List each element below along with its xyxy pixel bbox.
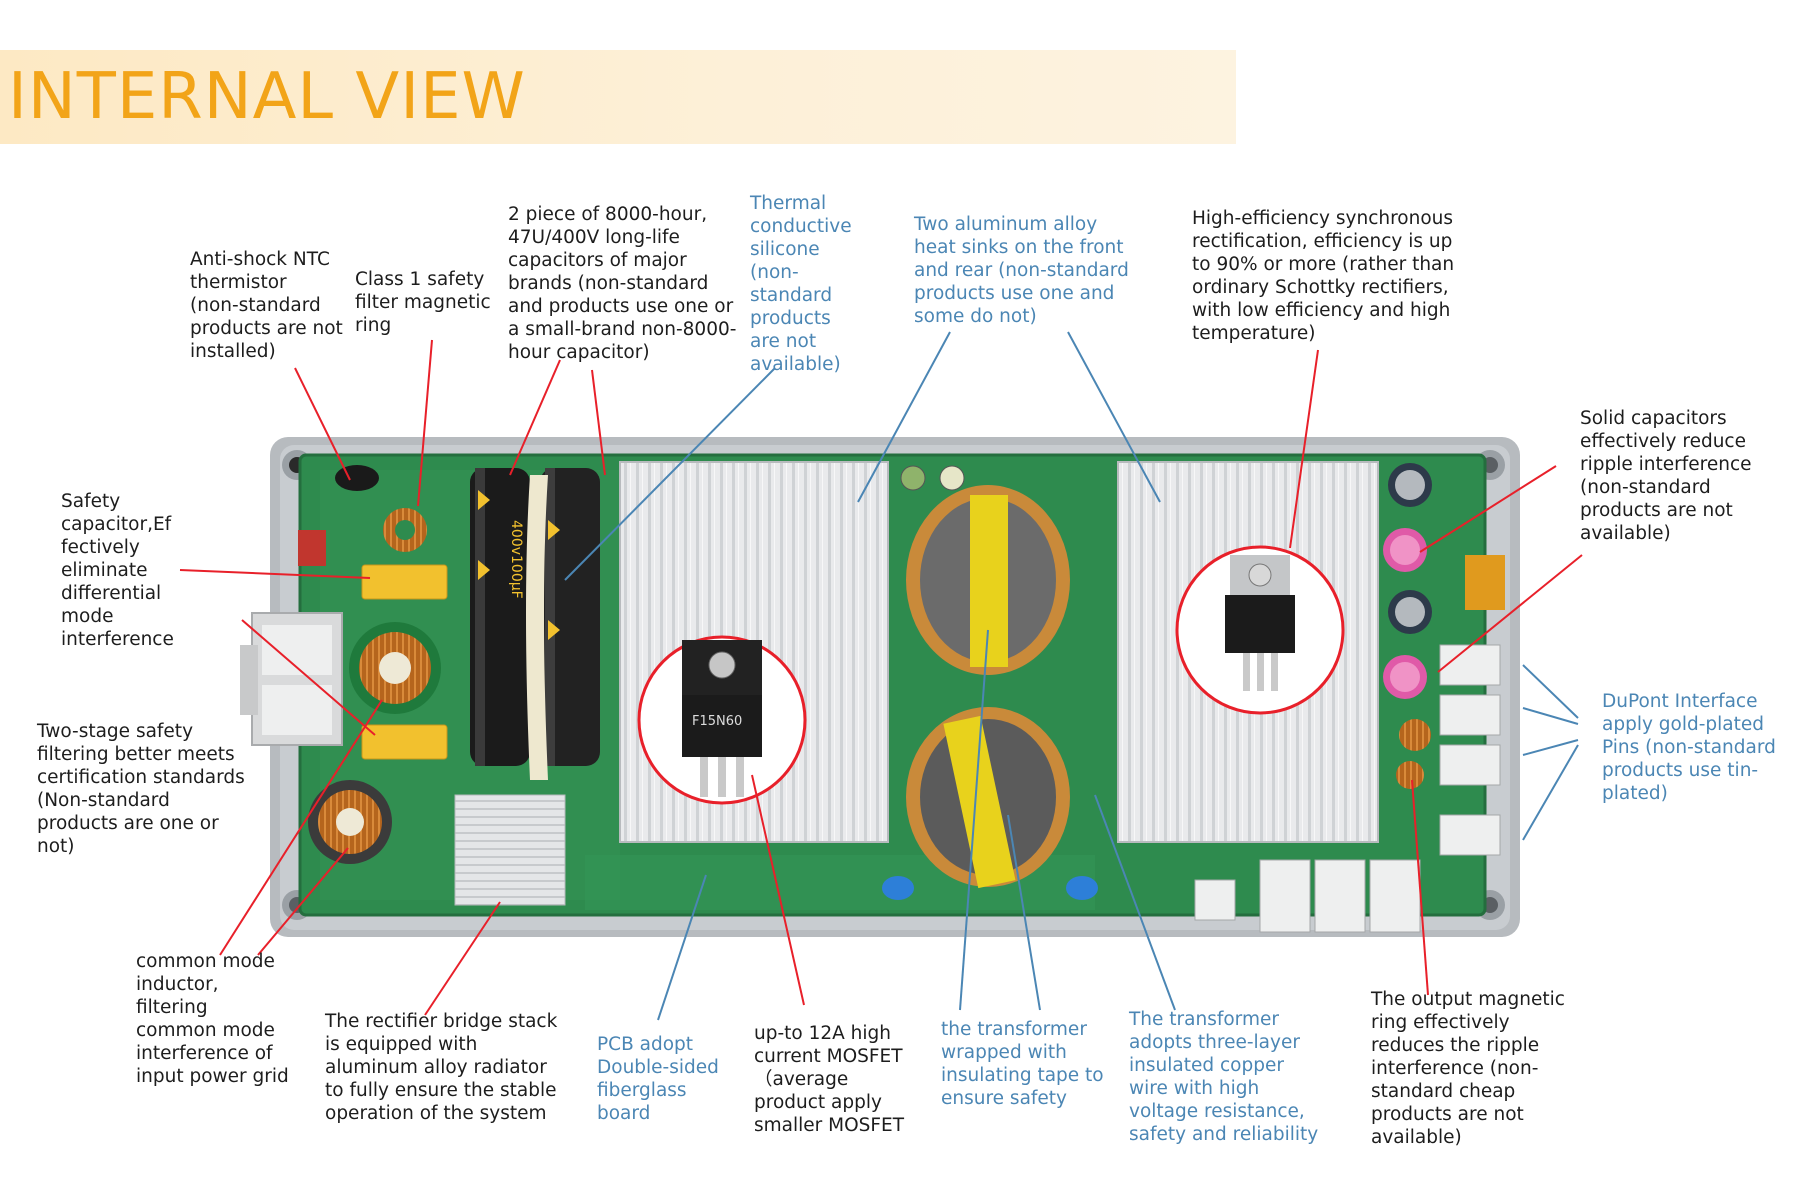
solid-capacitors [1383,463,1432,699]
label-common-mode-inductor: common mode inductor, filtering common m… [136,951,289,1087]
transformer-upper [906,485,1070,675]
ac-input-connector [240,612,343,746]
y-capacitor-right [1066,876,1098,900]
rectifier-magnifier [1175,545,1345,715]
label-synchronous-rectification: High-efficiency synchronous rectificatio… [1192,208,1455,344]
label-thermal-silicone: Thermal conductive silicone (non- standa… [750,193,852,375]
label-insulating-tape: the transformer wrapped with insulating … [941,1019,1104,1109]
ntc-thermistor [335,465,379,491]
page-title: INTERNAL VIEW [8,60,526,134]
common-mode-inductor-upper [349,622,441,714]
label-copper-wire: The transformer adopts three-layer insul… [1129,1009,1319,1145]
blue-leader-lines [564,331,1579,1021]
output-fuse [1465,555,1505,610]
label-heatsinks: Two aluminum alloy heat sinks on the fro… [914,214,1129,327]
safety-capacitor-bottom [361,724,448,760]
label-filter-ring: Class 1 safety filter magnetic ring [355,269,491,336]
output-magnetic-ring [1396,719,1431,789]
mosfet-magnifier: F15N60 [637,635,807,805]
label-mosfet: up-to 12A high current MOSFET （average p… [754,1023,905,1136]
label-solid-capacitors: Solid capacitors effectively reduce ripp… [1580,408,1752,544]
transformer-lower [906,707,1070,889]
red-component [298,530,326,566]
label-safety-capacitor: Safety capacitor,Ef fectively eliminate … [61,491,174,650]
label-ntc-thermistor: Anti-shock NTC thermistor (non-standard … [190,249,343,362]
label-output-ring: The output magnetic ring effectively red… [1371,989,1565,1148]
filter-magnetic-ring [383,508,427,552]
mosfet-marking: F15N60 [692,714,742,729]
label-dupont-interface: DuPont Interface apply gold-plated Pins … [1602,691,1776,804]
label-pcb: PCB adopt Double-sided fiberglass board [597,1034,719,1124]
electrolytic-capacitors: 400v100μF [470,468,600,780]
safety-capacitor-top [361,564,448,600]
dupont-connectors-right [1439,644,1501,856]
label-rectifier-bridge: The rectifier bridge stack is equipped w… [325,1011,558,1124]
header-banner: INTERNAL VIEW [0,50,1236,144]
dupont-connectors-bottom [1194,859,1421,933]
common-mode-inductor-lower [308,780,392,864]
bridge-rectifier-heatsink [454,794,566,906]
y-capacitor-left [882,876,914,900]
label-two-stage-filtering: Two-stage safety filtering better meets … [37,721,245,857]
label-capacitors: 2 piece of 8000-hour, 47U/400V long-life… [508,204,737,363]
red-leader-lines [179,339,1583,1016]
capacitor-marking: 400v100μF [508,520,524,599]
